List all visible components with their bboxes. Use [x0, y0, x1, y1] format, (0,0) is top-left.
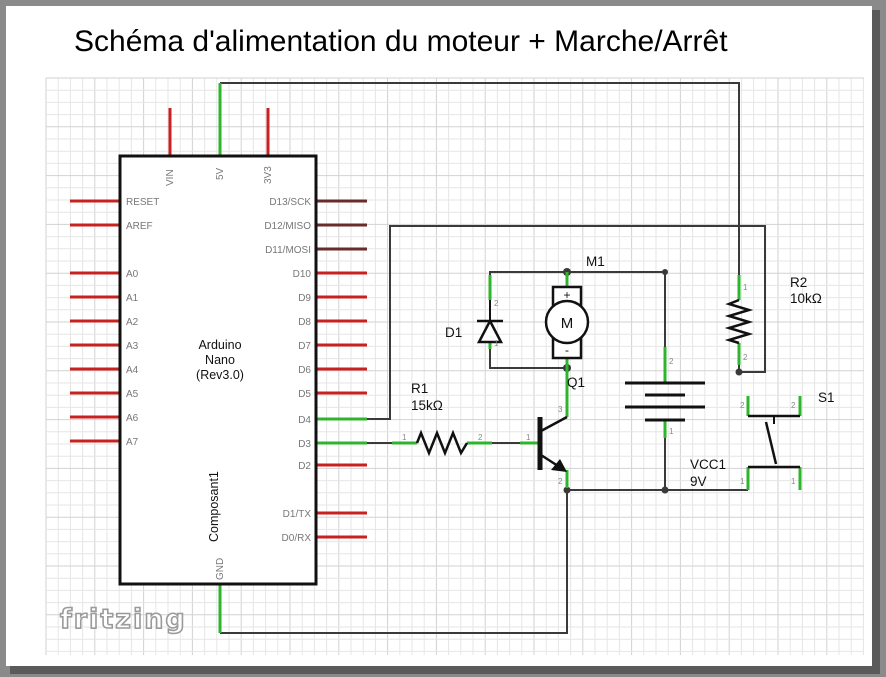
- s1-pin-number: 2: [740, 401, 745, 410]
- r1-zigzag: [415, 429, 469, 457]
- s1-label: S1: [818, 390, 835, 405]
- s1-lever: [764, 421, 778, 465]
- wire-emitter: [566, 488, 748, 491]
- vcc1-pin-number: 2: [669, 357, 674, 366]
- d1-pin-number: 1: [494, 339, 499, 348]
- q1-collector-lead: [540, 415, 568, 433]
- m1-plus-sign: +: [563, 288, 570, 302]
- resistor-r2[interactable]: 1 2 R2 10kΩ: [724, 275, 822, 365]
- arduino-left-pin-label: A3: [126, 341, 139, 352]
- q1-label: Q1: [567, 375, 585, 390]
- switch-s1[interactable]: 2 2 1 1 S1: [740, 390, 835, 490]
- wires: [220, 82, 766, 634]
- pin-label-5v: 5V: [215, 167, 226, 180]
- arduino-right-pin-label: D8: [298, 317, 311, 328]
- junction-dot: [662, 269, 668, 275]
- r1-label: R1: [411, 381, 428, 396]
- m1-symbol: M: [561, 315, 574, 332]
- page-title: Schéma d'alimentation du moteur + Marche…: [74, 25, 728, 58]
- motor-m1[interactable]: M + - M1: [544, 254, 605, 368]
- wire-gnd: [220, 490, 568, 634]
- frame-shadow: [872, 10, 880, 670]
- m1-label: M1: [586, 254, 605, 269]
- arduino-body: [118, 154, 318, 586]
- fritzing-logo: fritzing: [60, 604, 187, 635]
- r2-label: R2: [790, 275, 807, 290]
- arduino-right-pin-label: D12/MISO: [264, 221, 311, 232]
- arduino-right-pin-label: D2: [298, 461, 311, 472]
- q1-pin-number: 2: [558, 477, 563, 486]
- arduino-right-pin-label: D4: [298, 415, 311, 426]
- arduino-name-line2: Nano: [205, 353, 235, 367]
- q1-pin-number: 3: [558, 405, 563, 414]
- arduino-left-pin-label: A1: [126, 293, 139, 304]
- r2-zigzag: [724, 298, 754, 345]
- arduino-instance-label: Composant1: [207, 471, 221, 542]
- junction-dot: [563, 486, 571, 494]
- left-pins: [70, 199, 120, 443]
- arduino-right-pin-label: D6: [298, 365, 311, 376]
- arduino-nano[interactable]: VIN 5V 3V3 GND RESET AREF A0A1A2A3A4A5A6A7…: [70, 83, 367, 633]
- arduino-left-pin-label: A7: [126, 437, 139, 448]
- arduino-name-line3: (Rev3.0): [196, 368, 244, 382]
- d1-pin-number: 2: [494, 299, 499, 308]
- vcc1-pin-number: 1: [669, 427, 674, 436]
- junctions: [563, 268, 743, 494]
- q1-emitter-lead: [540, 453, 559, 468]
- s1-pin-number: 2: [791, 401, 796, 410]
- transistor-q1[interactable]: 3 1 2 Q1: [520, 368, 585, 488]
- m1-circle: [544, 299, 590, 345]
- arduino-right-pin-label: D5: [298, 389, 311, 400]
- arduino-right-pin-label: D13/SCK: [269, 197, 311, 208]
- right-pin-labels: D13/SCK D12/MISO D11/MOSI D10D9D8D7D6D5D4D3…: [264, 197, 311, 544]
- r2-value: 10kΩ: [790, 291, 822, 306]
- arduino-left-pin-label: AREF: [126, 221, 153, 232]
- arduino-name-line1: Arduino: [198, 338, 241, 352]
- vcc1-label: VCC1: [690, 457, 726, 472]
- s1-pin-number: 1: [740, 477, 745, 486]
- q1-emitter-arrow: [551, 459, 567, 472]
- arduino-right-pin-label: D11/MOSI: [265, 245, 311, 256]
- arduino-left-pin-label: A6: [126, 413, 139, 424]
- arduino-left-pin-label: A0: [126, 269, 139, 280]
- arduino-right-pin-label: D0/RX: [282, 533, 312, 544]
- r2-pin-number: 1: [743, 283, 748, 292]
- arduino-left-pin-label: A4: [126, 365, 139, 376]
- r1-pin-number: 2: [478, 433, 483, 442]
- arduino-right-pin-label: D9: [298, 293, 311, 304]
- arduino-right-pin-label: D3: [298, 439, 311, 450]
- junction-dot: [661, 486, 669, 494]
- resistor-r1[interactable]: 1 2 R1 15kΩ: [392, 381, 492, 457]
- pin-label-vin: VIN: [165, 169, 176, 186]
- arduino-left-pin-label: A2: [126, 317, 139, 328]
- arduino-right-pin-label: D1/TX: [283, 509, 312, 520]
- r1-value: 15kΩ: [411, 398, 443, 413]
- arduino-left-pin-label: RESET: [126, 197, 159, 208]
- arduino-right-pin-label: D7: [298, 341, 311, 352]
- junction-dot: [735, 368, 743, 376]
- wire-d1-anode: [489, 349, 567, 369]
- d1-triangle: [476, 318, 504, 344]
- pin-label-gnd: GND: [215, 558, 226, 580]
- arduino-left-pin-label: A5: [126, 389, 139, 400]
- vcc1-value: 9V: [690, 474, 707, 489]
- r2-pin-number: 2: [743, 353, 748, 362]
- wire-m1-plus: [489, 271, 666, 347]
- pin-label-3v3: 3V3: [263, 166, 274, 184]
- battery-vcc1[interactable]: 2 1 VCC1 9V: [625, 347, 726, 489]
- wire-5v: [220, 82, 740, 275]
- d1-label: D1: [445, 325, 462, 340]
- diode-d1[interactable]: 2 1 D1: [445, 275, 504, 349]
- s1-pin-number: 1: [791, 477, 796, 486]
- r1-pin-number: 1: [402, 433, 407, 442]
- q1-pin-number: 1: [526, 433, 531, 442]
- arduino-right-pin-label: D10: [293, 269, 312, 280]
- m1-minus-sign: -: [565, 343, 569, 357]
- frame-shadow: [10, 666, 880, 674]
- right-pins: [316, 199, 367, 539]
